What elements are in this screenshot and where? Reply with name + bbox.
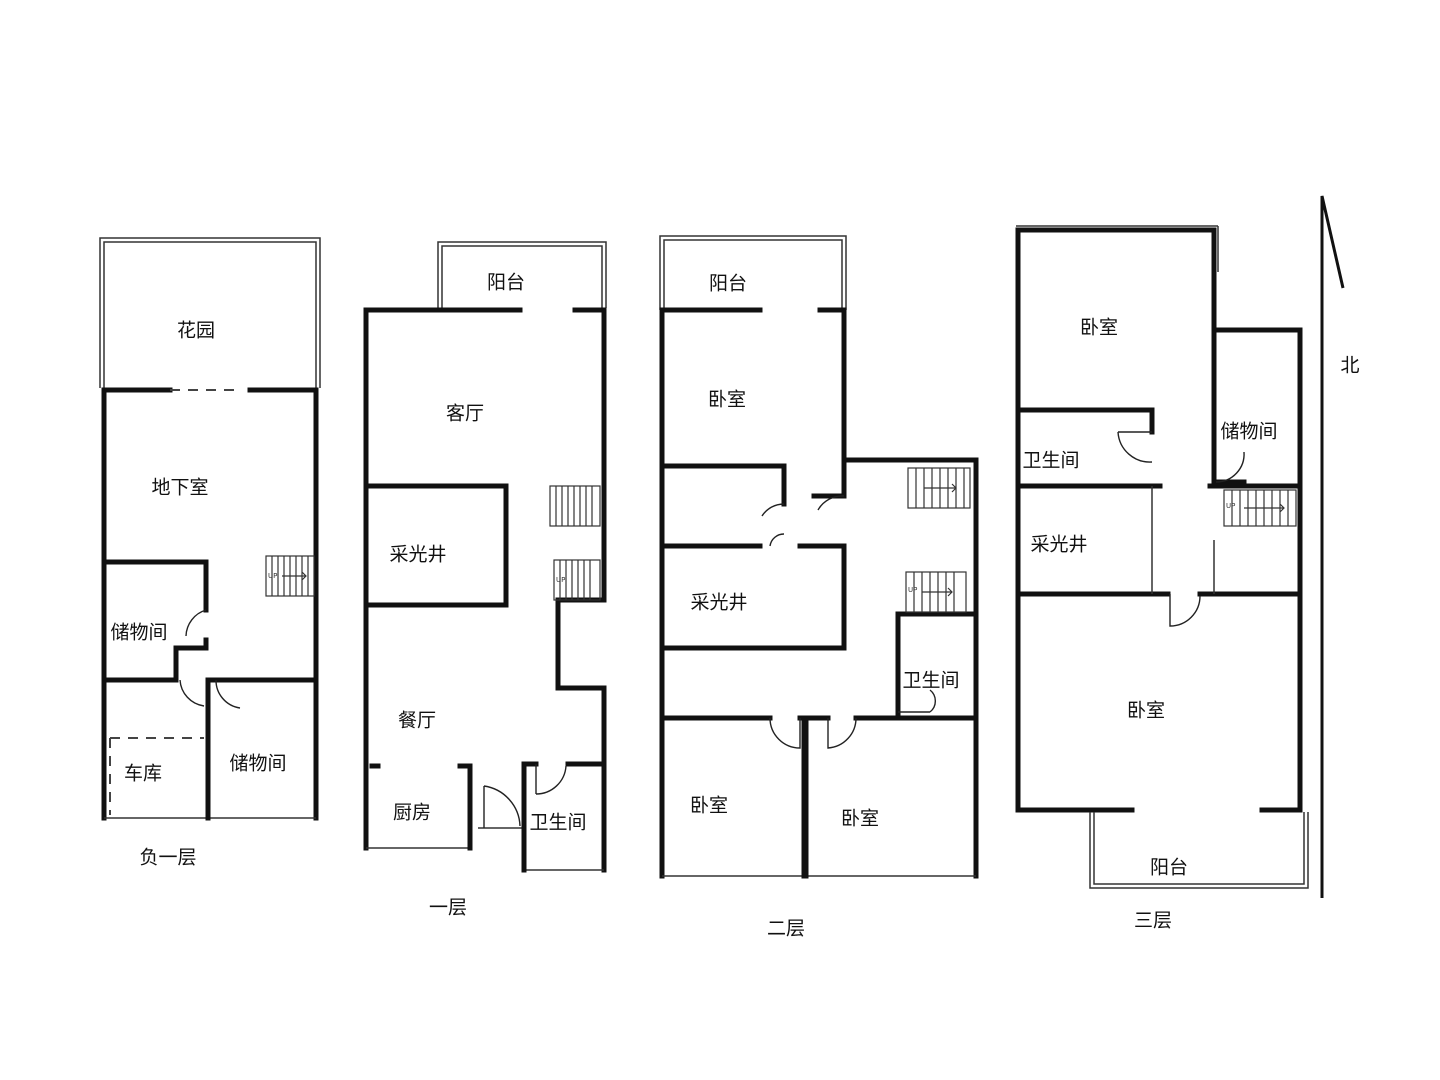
floor-b1: UP 花园 地下室 储物间 车库 储物间 负一层 [99, 237, 321, 869]
f2-lightwell-door [769, 533, 785, 547]
f3-bathroom-door [1117, 431, 1153, 463]
room-label-f3-balcony: 阳台 [1150, 857, 1188, 879]
f1-bathroom-walls [521, 761, 607, 873]
floor-f2: UP 阳台 卧室 采光井 卫生间 卧室 卧室 二层 [659, 235, 979, 940]
f3-bedroom-door [1169, 594, 1201, 627]
room-label-garage: 车库 [124, 763, 162, 785]
room-label-f1-balcony: 阳台 [487, 272, 525, 294]
room-label-f1-lightwell: 采光井 [389, 544, 446, 566]
garden-outline [99, 237, 321, 388]
f3-lightwell-thin [1151, 486, 1215, 594]
room-label-storage-left: 储物间 [110, 622, 167, 644]
f2-bathroom-walls [895, 611, 979, 719]
f1-stair-upper [549, 485, 601, 527]
f2-stair-upper [907, 467, 971, 509]
room-label-f3-bedroom-main: 卧室 [1127, 700, 1165, 722]
f1-kitchen-walls [369, 763, 473, 851]
f2-balcony-outline [659, 235, 847, 310]
f1-lightwell-walls [363, 483, 509, 608]
room-label-f2-bedroom-bl: 卧室 [690, 795, 728, 817]
f2-corridor-door [817, 495, 845, 511]
f1-stair-mark: UP [556, 576, 565, 584]
f2-bedroom-top-walls [659, 457, 847, 507]
b1-outer-walls [101, 387, 319, 821]
b1-storage-door [185, 609, 207, 637]
room-label-storage-right: 储物间 [229, 753, 286, 775]
b1-stair-mark: UP [268, 572, 277, 580]
f1-stair-lower: UP [553, 559, 601, 601]
f2-lightwell-walls [659, 543, 847, 651]
f2-bottom-bedroom-walls [659, 715, 979, 879]
f3-top-thin [1016, 225, 1219, 272]
room-label-f2-balcony: 阳台 [709, 273, 747, 295]
north-label: 北 [1340, 355, 1359, 377]
floor-f1: UP 阳台 客厅 采光井 餐厅 厨房 卫生间 一层 [363, 241, 607, 919]
f1-bathroom-door [535, 764, 567, 795]
room-label-dining: 餐厅 [398, 710, 436, 732]
room-label-f1-bathroom: 卫生间 [529, 812, 586, 834]
floor-label-b1: 负一层 [139, 847, 196, 869]
room-label-f2-bedroom-top: 卧室 [708, 389, 746, 411]
room-label-f3-bathroom: 卫生间 [1022, 450, 1079, 472]
f2-stair-lower: UP [905, 571, 967, 613]
room-label-basement: 地下室 [151, 477, 208, 499]
f2-bedroom-br-door [827, 717, 857, 749]
f3-storage-door [1215, 451, 1245, 483]
f2-stair-mark: UP [908, 586, 917, 594]
b1-stair: UP [265, 555, 315, 597]
f2-bathroom-door [898, 689, 936, 713]
room-label-f2-bathroom: 卫生间 [902, 670, 959, 692]
b1-storage-left-walls [101, 559, 319, 821]
f3-bathroom-walls [1015, 407, 1163, 489]
room-label-kitchen: 厨房 [393, 802, 431, 824]
room-label-living: 客厅 [446, 403, 484, 425]
f3-storage-walls [1207, 327, 1303, 489]
north-arrow-icon [1320, 195, 1345, 898]
f1-kitchen-door [483, 785, 521, 828]
floor-f3: UP 卧室 储物间 卫生间 采光井 卧室 阳台 三层 [1015, 225, 1309, 932]
room-label-garden: 花园 [177, 320, 215, 342]
f2-bedroom-bl-door [769, 717, 801, 749]
f3-outer-walls [1015, 227, 1303, 813]
room-label-f3-lightwell: 采光井 [1030, 534, 1087, 556]
f2-bedroom-top-door [761, 503, 785, 517]
room-label-f2-bedroom-br: 卧室 [841, 808, 879, 830]
room-label-f2-lightwell: 采光井 [690, 592, 747, 614]
b1-garage-dashed [109, 737, 204, 815]
room-label-f3-bedroom-top: 卧室 [1080, 317, 1118, 339]
f3-balcony-outline [1089, 812, 1309, 889]
floor-label-f3: 三层 [1134, 910, 1172, 932]
north-arrow: 北 [1320, 195, 1360, 898]
f3-stair: UP [1223, 489, 1297, 527]
floor-label-f1: 一层 [429, 897, 467, 919]
floor-label-f2: 二层 [767, 918, 805, 940]
f3-stair-mark: UP [1226, 502, 1235, 510]
b1-garage-door [179, 679, 205, 707]
b1-storage-right-door [215, 679, 241, 709]
f1-balcony-outline [437, 241, 607, 308]
f1-bottom-walls [366, 847, 604, 871]
room-label-f3-storage: 储物间 [1220, 421, 1277, 443]
